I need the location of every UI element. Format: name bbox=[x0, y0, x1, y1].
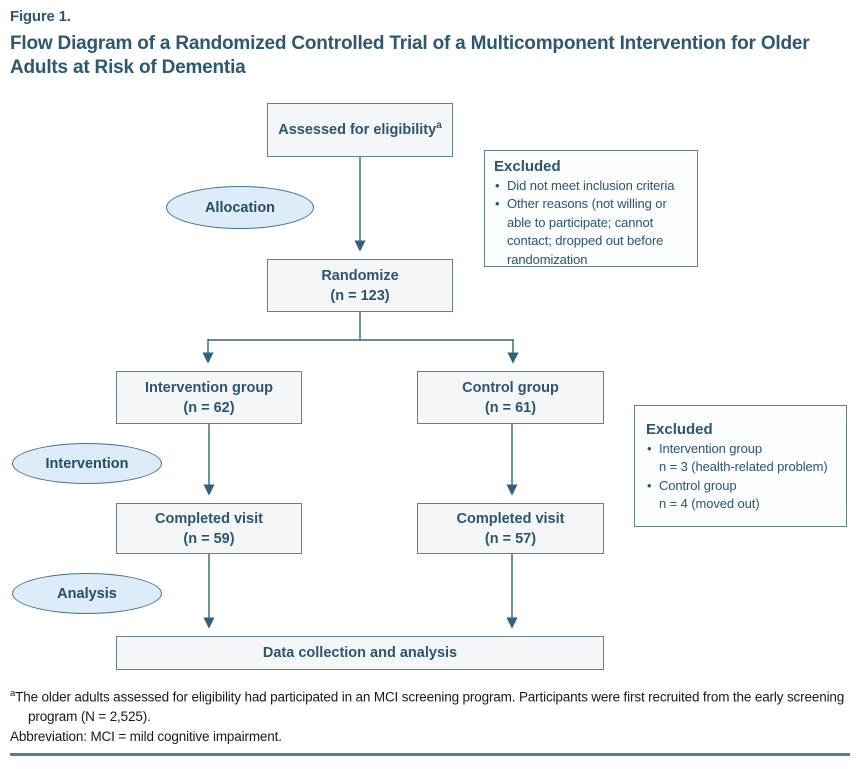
excluded-item-label: Control group bbox=[659, 477, 737, 493]
excluded-item-detail: n = 3 (health-related problem) bbox=[659, 459, 828, 475]
box-intervention-group-line1: Intervention group bbox=[144, 379, 274, 396]
stage-label-allocation: Allocation bbox=[204, 199, 276, 216]
excluded-box-eligibility: Excluded Did not meet inclusion criteria… bbox=[484, 150, 698, 267]
excluded-bullet-item: Intervention group n = 3 (health-related… bbox=[646, 440, 835, 477]
box-intervention-group: Intervention group (n = 62) bbox=[116, 371, 302, 424]
box-control-group-line2: (n = 61) bbox=[484, 399, 537, 416]
stage-ellipse-intervention: Intervention bbox=[12, 443, 162, 484]
box-completed-left-line2: (n = 59) bbox=[183, 530, 235, 547]
excluded-bullet-list: Intervention group n = 3 (health-related… bbox=[646, 440, 835, 514]
box-intervention-group-line2: (n = 62) bbox=[183, 399, 235, 416]
box-randomize-line1: Randomize bbox=[321, 267, 399, 284]
box-completed-visit-intervention: Completed visit (n = 59) bbox=[116, 503, 302, 554]
footnote-marker-a: a bbox=[10, 688, 16, 699]
excluded-bullet-item: Control group n = 4 (moved out) bbox=[646, 477, 835, 514]
stage-ellipse-allocation: Allocation bbox=[166, 186, 314, 229]
excluded-bullet-item: Did not meet inclusion criteria bbox=[494, 177, 688, 196]
box-data-collection: Data collection and analysis bbox=[116, 636, 604, 670]
excluded-bullet-item: Other reasons (not willing or able to pa… bbox=[494, 195, 688, 269]
excluded-box-intervention: Excluded Intervention group n = 3 (healt… bbox=[634, 405, 847, 527]
excluded-item-label: Intervention group bbox=[659, 441, 762, 456]
bottom-divider bbox=[10, 753, 850, 756]
figure-title: Flow Diagram of a Randomized Controlled … bbox=[10, 33, 810, 78]
excluded-title: Excluded bbox=[646, 421, 713, 438]
box-control-group-line1: Control group bbox=[462, 379, 559, 396]
box-completed-right-line1: Completed visit bbox=[456, 510, 565, 527]
footnote-text: aThe older adults assessed for eligibili… bbox=[10, 687, 855, 727]
box-completed-visit-control: Completed visit (n = 57) bbox=[417, 503, 604, 554]
stage-label-analysis: Analysis bbox=[57, 585, 117, 602]
box-data-collection-label: Data collection and analysis bbox=[262, 645, 458, 661]
footnote-block: aThe older adults assessed for eligibili… bbox=[10, 687, 855, 747]
abbreviation-text: Abbreviation: MCI = mild cognitive impai… bbox=[10, 728, 282, 744]
box-control-group: Control group (n = 61) bbox=[417, 371, 604, 424]
box-assessed-label: Assessed for eligibilitya bbox=[278, 120, 442, 140]
stage-label-intervention: Intervention bbox=[45, 455, 129, 472]
footnote-marker-a: a bbox=[436, 120, 442, 132]
box-assessed-text: Assessed for eligibility bbox=[278, 122, 437, 138]
stage-ellipse-analysis: Analysis bbox=[12, 573, 162, 614]
box-randomize: Randomize (n = 123) bbox=[267, 259, 453, 312]
box-assessed-for-eligibility: Assessed for eligibilitya bbox=[267, 103, 453, 157]
excluded-bullet-list: Did not meet inclusion criteria Other re… bbox=[494, 177, 688, 269]
excluded-item-detail: n = 4 (moved out) bbox=[659, 496, 760, 512]
box-randomize-line2: (n = 123) bbox=[330, 287, 390, 304]
box-completed-left-line1: Completed visit bbox=[155, 510, 263, 527]
figure-number: Figure 1. bbox=[10, 8, 71, 25]
box-completed-right-line2: (n = 57) bbox=[484, 530, 537, 547]
excluded-title: Excluded bbox=[494, 158, 561, 175]
footnote-note-text: The older adults assessed for eligibilit… bbox=[15, 689, 845, 725]
